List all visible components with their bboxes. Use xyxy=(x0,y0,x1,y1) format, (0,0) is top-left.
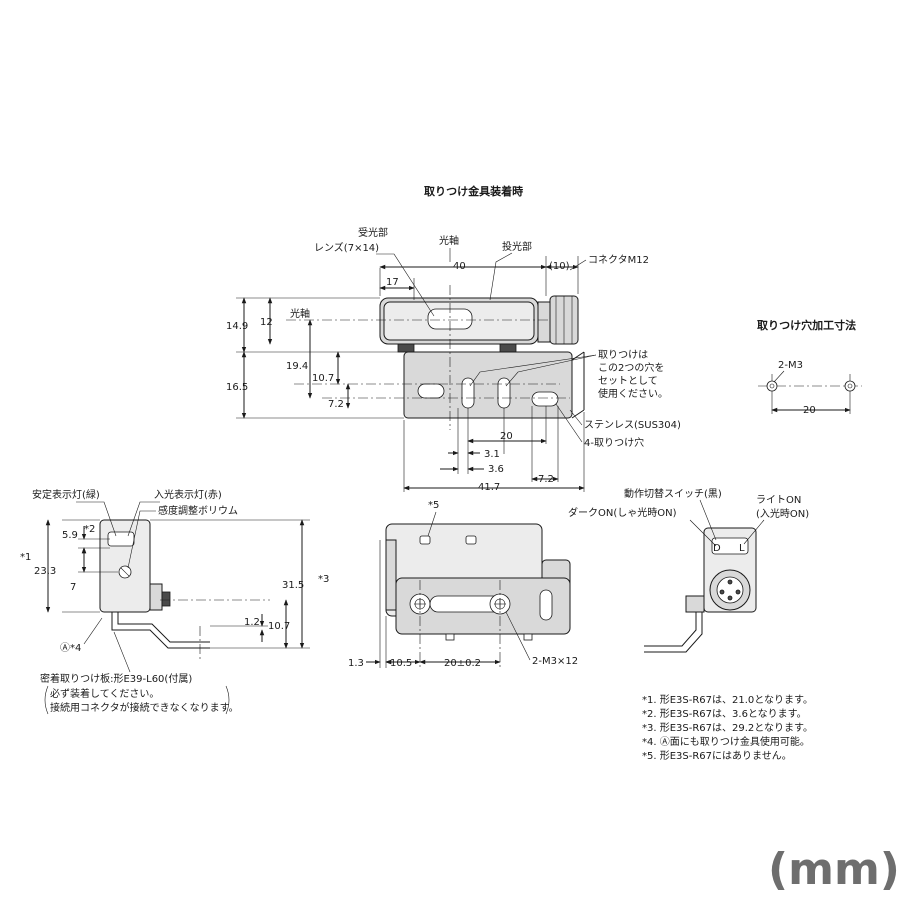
star2-mark: *2 xyxy=(84,524,95,535)
label-four-holes: 4-取りつけ穴 xyxy=(584,436,644,449)
footnote-4: *4. Ⓐ面にも取りつけ金具使用可能。 xyxy=(642,735,810,748)
label-stability-led: 安定表示灯(緑) xyxy=(32,488,100,501)
dim-7-2-bottom: 7.2 xyxy=(538,474,554,485)
bracket-slot-3 xyxy=(497,377,511,409)
dim-40: 40 xyxy=(453,261,466,272)
title-mount-hole: 取りつけ穴加工寸法 xyxy=(757,318,856,332)
label-receiver: 受光部 xyxy=(358,226,388,239)
mount-note-line4: 使用ください。 xyxy=(598,387,668,400)
front-view: 1.3 10.5 20±0.2 *5 2-M3×12 xyxy=(348,500,578,669)
led-window xyxy=(107,531,135,547)
footnotes: *1. 形E3S-R67は、21.0となります。 *2. 形E3S-R67は、3… xyxy=(642,694,813,762)
label-mode-switch: 動作切替スイッチ(黒) xyxy=(624,487,722,500)
right-clamp xyxy=(685,595,705,613)
dim-12: 12 xyxy=(260,317,273,328)
mode-l-mark: L xyxy=(739,543,745,554)
plate-label-3: 接続用コネクタが接続できなくなります。 xyxy=(50,701,239,714)
mount-hole-right xyxy=(844,380,856,392)
dim-19-4: 19.4 xyxy=(286,361,308,372)
mode-d-mark: D xyxy=(713,543,721,554)
label-dark-on: ダークON(しゃ光時ON) xyxy=(568,506,677,519)
dim-10-7-top: 10.7 xyxy=(312,373,334,384)
dim-10-paren: (10) xyxy=(549,261,570,272)
mount-note-line1: 取りつけは xyxy=(598,349,648,361)
mount-hole-left xyxy=(766,380,778,392)
dim-10-5: 10.5 xyxy=(390,658,412,669)
star1-mark: *1 xyxy=(20,552,31,563)
mount-note-line3: セットとして xyxy=(598,375,658,387)
plate-label-2: 必ず装着してください。 xyxy=(50,687,159,700)
label-emitter: 投光部 xyxy=(502,240,532,253)
mount-hole-view: 2-M3 20 xyxy=(758,360,862,416)
dim-7-2-top: 7.2 xyxy=(328,399,344,410)
dim-10-7-side: 10.7 xyxy=(268,621,290,632)
footnote-1: *1. 形E3S-R67は、21.0となります。 xyxy=(642,694,813,706)
dim-20-top: 20 xyxy=(500,431,513,442)
label-incident-led: 入光表示灯(赤) xyxy=(154,488,222,501)
dim-3-6: 3.6 xyxy=(488,464,504,475)
dim-17: 17 xyxy=(386,277,399,288)
label-receiver-lens: レンズ(7×14) xyxy=(314,241,379,254)
bracket-slot-4 xyxy=(531,391,559,407)
mounting-bracket-top xyxy=(403,351,573,419)
footnote-3: *3. 形E3S-R67は、29.2となります。 xyxy=(642,722,813,734)
connector-collar xyxy=(537,301,551,343)
dim-31-5: 31.5 xyxy=(282,580,304,591)
footnote-5: *5. 形E3S-R67にはありません。 xyxy=(642,750,792,762)
dim-3-1: 3.1 xyxy=(484,449,500,460)
unit-label: (mm) xyxy=(768,844,900,895)
label-optical-axis-top: 光軸 xyxy=(439,234,459,247)
dim-1-2: 1.2 xyxy=(244,617,260,628)
front-lip xyxy=(385,539,397,611)
label-stainless: ステンレス(SUS304) xyxy=(584,420,681,431)
label-m3x12: 2-M3×12 xyxy=(532,656,578,667)
label-sensitivity: 感度調整ボリウム xyxy=(158,504,238,517)
footnote-2: *2. 形E3S-R67は、3.6となります。 xyxy=(642,708,807,720)
dim-20-tol: 20±0.2 xyxy=(444,658,481,669)
dim-41-7: 41.7 xyxy=(478,482,500,493)
mode-switch[interactable] xyxy=(711,537,749,555)
star5-mark: *5 xyxy=(428,500,439,511)
label-optical-axis-side: 光軸 xyxy=(290,307,310,320)
dim-14-9: 14.9 xyxy=(226,321,248,332)
bracket-slot-1 xyxy=(417,383,445,399)
left-side-view: 23.3 *1 5.9 *2 7 31.5 *3 1.2 10.7 安定表示灯(… xyxy=(20,488,329,715)
label-a4: Ⓐ*4 xyxy=(60,642,81,654)
label-light-on-1: ライトON xyxy=(756,494,801,506)
dim-7: 7 xyxy=(70,582,76,593)
label-connector: コネクタM12 xyxy=(588,254,649,266)
top-view: 40 (10) 17 14.9 16.5 12 19.4 10.7 7.2 20 xyxy=(226,226,681,493)
side-clamp xyxy=(149,583,163,611)
dim-23-3: 23.3 xyxy=(34,566,56,577)
right-side-view: D L 動作切替スイッチ(黒) ダークON(しゃ光時ON) ライトON (入光時… xyxy=(568,487,809,653)
plate-label-1: 密着取りつけ板:形E39-L60(付属) xyxy=(40,672,192,685)
dim-1-3: 1.3 xyxy=(348,658,364,669)
mount-note-line2: この2つの穴を xyxy=(598,361,664,374)
title-mount-attached: 取りつけ金具装着時 xyxy=(424,184,523,198)
star3-mark: *3 xyxy=(318,574,329,585)
dim-16-5: 16.5 xyxy=(226,382,248,393)
label-light-on-2: (入光時ON) xyxy=(756,507,809,520)
dim-20-hole: 20 xyxy=(803,405,816,416)
label-2-m3: 2-M3 xyxy=(778,360,803,371)
dim-5-9: 5.9 xyxy=(62,530,78,541)
